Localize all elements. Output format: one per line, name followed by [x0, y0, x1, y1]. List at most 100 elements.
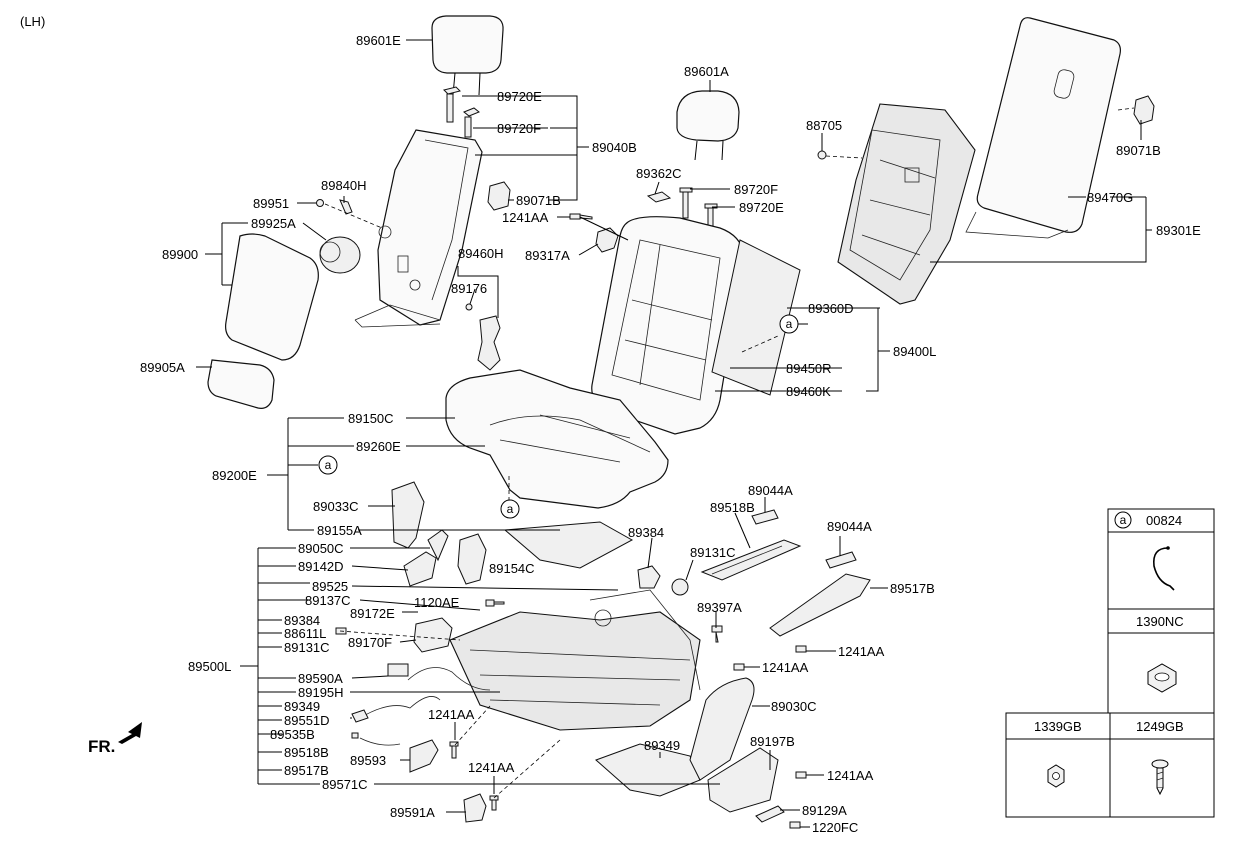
- label-89176: 89176: [451, 281, 487, 296]
- label-89071b-left: 89071B: [516, 193, 561, 208]
- label-89260e: 89260E: [356, 439, 401, 454]
- bushing-89131c-mid-drawing: [671, 578, 689, 596]
- label-88611l: 88611L: [284, 626, 326, 641]
- label-1241aa-bottom: 1241AA: [468, 760, 515, 775]
- ref-row-a-header: a 00824: [1114, 511, 1182, 529]
- label-89170f: 89170F: [348, 635, 392, 650]
- svg-text:00824: 00824: [1146, 513, 1182, 528]
- bolt-1120ae-drawing: [485, 599, 505, 607]
- cover-89518b-top-drawing: [700, 539, 802, 581]
- cushion-89200e-drawing: [445, 369, 669, 509]
- label-89071b-right: 89071B: [1116, 143, 1161, 158]
- label-89720f-center: 89720F: [734, 182, 778, 197]
- cushion-frame-89500l-drawing: [449, 589, 701, 731]
- bracket-89460h-drawing: [477, 315, 501, 371]
- cupholder-89905a-drawing: [207, 359, 275, 409]
- fr-label: FR.: [88, 737, 115, 756]
- label-89040b: 89040B: [592, 140, 637, 155]
- bracket-89317a-drawing: [595, 227, 619, 253]
- label-89601e: 89601E: [356, 33, 401, 48]
- label-89840h: 89840H: [321, 178, 367, 193]
- cap-89044a-top-drawing: [751, 509, 779, 525]
- label-89951: 89951: [253, 196, 289, 211]
- label-89317a: 89317A: [525, 248, 570, 263]
- label-89535b: 89535B: [270, 727, 315, 742]
- nut-1339gb-icon: [1047, 764, 1065, 788]
- label-89384-mid: 89384: [628, 525, 664, 540]
- cover-89129a-drawing: [755, 805, 785, 823]
- cover-89591a-drawing: [463, 793, 487, 823]
- label-1241aa-rail: 1241AA: [838, 644, 885, 659]
- label-88705: 88705: [806, 118, 842, 133]
- headrest-89601a-drawing: [676, 90, 740, 161]
- cover-89071b-left-drawing: [487, 181, 511, 211]
- label-89349-left: 89349: [284, 699, 320, 714]
- headrest-89601e-drawing: [431, 15, 504, 96]
- label-89450r: 89450R: [786, 361, 832, 376]
- label-89925a: 89925A: [251, 216, 296, 231]
- label-89593: 89593: [350, 753, 386, 768]
- bolt-1241aa-lower-right-drawing: [795, 771, 807, 779]
- svg-text:a: a: [507, 502, 514, 516]
- seatback-89400l-drawing: [591, 216, 745, 435]
- knob-89925a-drawing: [319, 236, 361, 274]
- guide-89720f-center-drawing: [679, 187, 693, 219]
- label-89360d: 89360D: [808, 301, 854, 316]
- label-89601a: 89601A: [684, 64, 729, 79]
- label-1220fc: 1220FC: [812, 820, 858, 835]
- leader-lines: [196, 39, 1152, 828]
- ring-89951-drawing: [316, 199, 324, 207]
- label-89195h: 89195H: [298, 685, 344, 700]
- label-89044a-top: 89044A: [748, 483, 793, 498]
- cover-89170f-drawing: [413, 617, 453, 653]
- cover-89071b-right-drawing: [1133, 95, 1155, 125]
- nut-1390nc-icon: [1147, 663, 1177, 693]
- rail-89517b-right-drawing: [769, 573, 871, 637]
- label-89590a: 89590A: [298, 671, 343, 686]
- svg-text:a: a: [786, 317, 793, 331]
- bolt-89840h-drawing: [339, 199, 353, 215]
- ref-1390nc-label: 1390NC: [1136, 614, 1184, 629]
- bolt-1241aa-center-drawing: [449, 741, 459, 759]
- label-89200e: 89200E: [212, 468, 257, 483]
- wire-clip-00824-icon: [1152, 547, 1175, 591]
- label-89551d: 89551D: [284, 713, 330, 728]
- lh-tag: (LH): [20, 14, 45, 29]
- label-1241aa-mid: 1241AA: [762, 660, 809, 675]
- label-89150c: 89150C: [348, 411, 394, 426]
- label-89197b: 89197B: [750, 734, 795, 749]
- part-labels: 89601E 89720E 89720F 89040B 89071B 89951…: [140, 33, 1201, 835]
- label-89460k: 89460K: [786, 384, 831, 399]
- label-89517b-left: 89517B: [284, 763, 329, 778]
- reference-table: a 00824 1390NC 1339GB 1249GB: [1005, 508, 1215, 818]
- frame-89301e-drawing: [837, 103, 976, 305]
- label-89172e: 89172E: [350, 606, 395, 621]
- label-89362c: 89362C: [636, 166, 682, 181]
- label-89050c: 89050C: [298, 541, 344, 556]
- cap-89044a-right-drawing: [825, 551, 857, 569]
- svg-text:a: a: [1120, 513, 1127, 527]
- bolt-1241aa-rail-drawing: [795, 645, 807, 653]
- label-1241aa-lower-right: 1241AA: [827, 768, 874, 783]
- side-back-frame-drawing: [354, 129, 483, 328]
- callout-a-back: a: [779, 314, 799, 334]
- harness-89195h-drawing: [407, 667, 491, 691]
- label-89571c: 89571C: [322, 777, 368, 792]
- front-arrow-icon: [118, 722, 142, 744]
- bolt-1241aa-bottom-drawing: [489, 795, 499, 811]
- cover-89197b-drawing: [707, 747, 779, 813]
- connector-89535b-drawing: [351, 732, 359, 739]
- label-89400l: 89400L: [893, 344, 936, 359]
- label-89460h: 89460H: [458, 246, 504, 261]
- nut-88705-drawing: [817, 150, 827, 160]
- label-89033c: 89033C: [313, 499, 359, 514]
- bolt-89397a-drawing: [711, 625, 723, 643]
- label-89720f-top: 89720F: [497, 121, 541, 136]
- shield-89030c-drawing: [689, 677, 755, 781]
- label-89044a-right: 89044A: [827, 519, 872, 534]
- screw-1249gb-icon: [1151, 759, 1169, 796]
- guide-89362c-drawing: [646, 191, 672, 203]
- label-89518b-left: 89518B: [284, 745, 329, 760]
- label-89720e-center: 89720E: [739, 200, 784, 215]
- ref-1339gb-label: 1339GB: [1034, 719, 1082, 734]
